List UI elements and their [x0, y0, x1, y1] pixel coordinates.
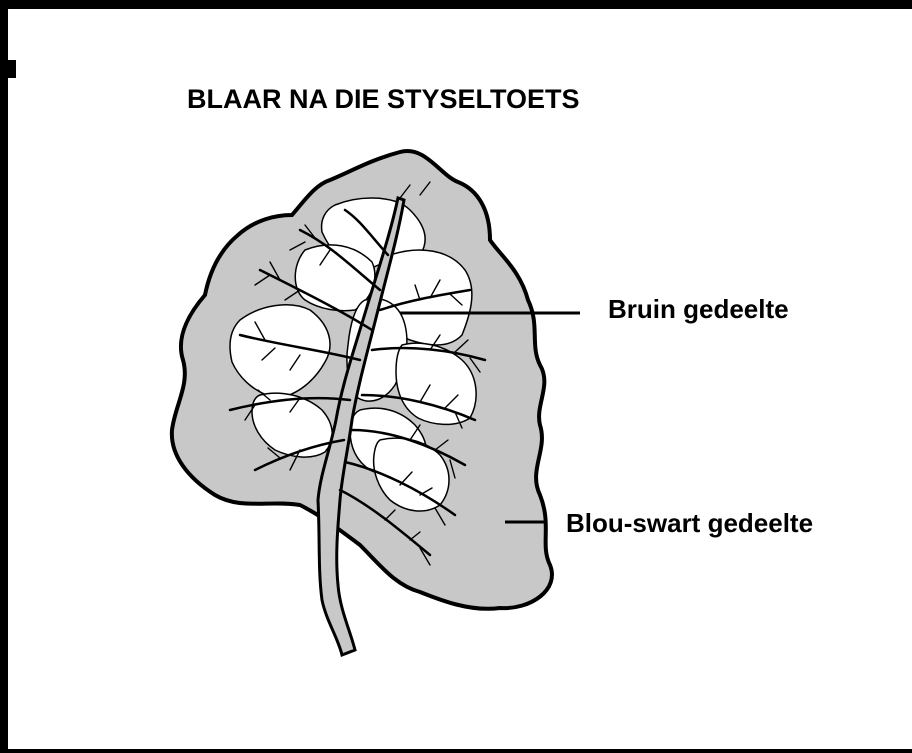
- label-blue-black-part: Blou-swart gedeelte: [566, 508, 813, 539]
- label-brown-part: Bruin gedeelte: [608, 294, 789, 325]
